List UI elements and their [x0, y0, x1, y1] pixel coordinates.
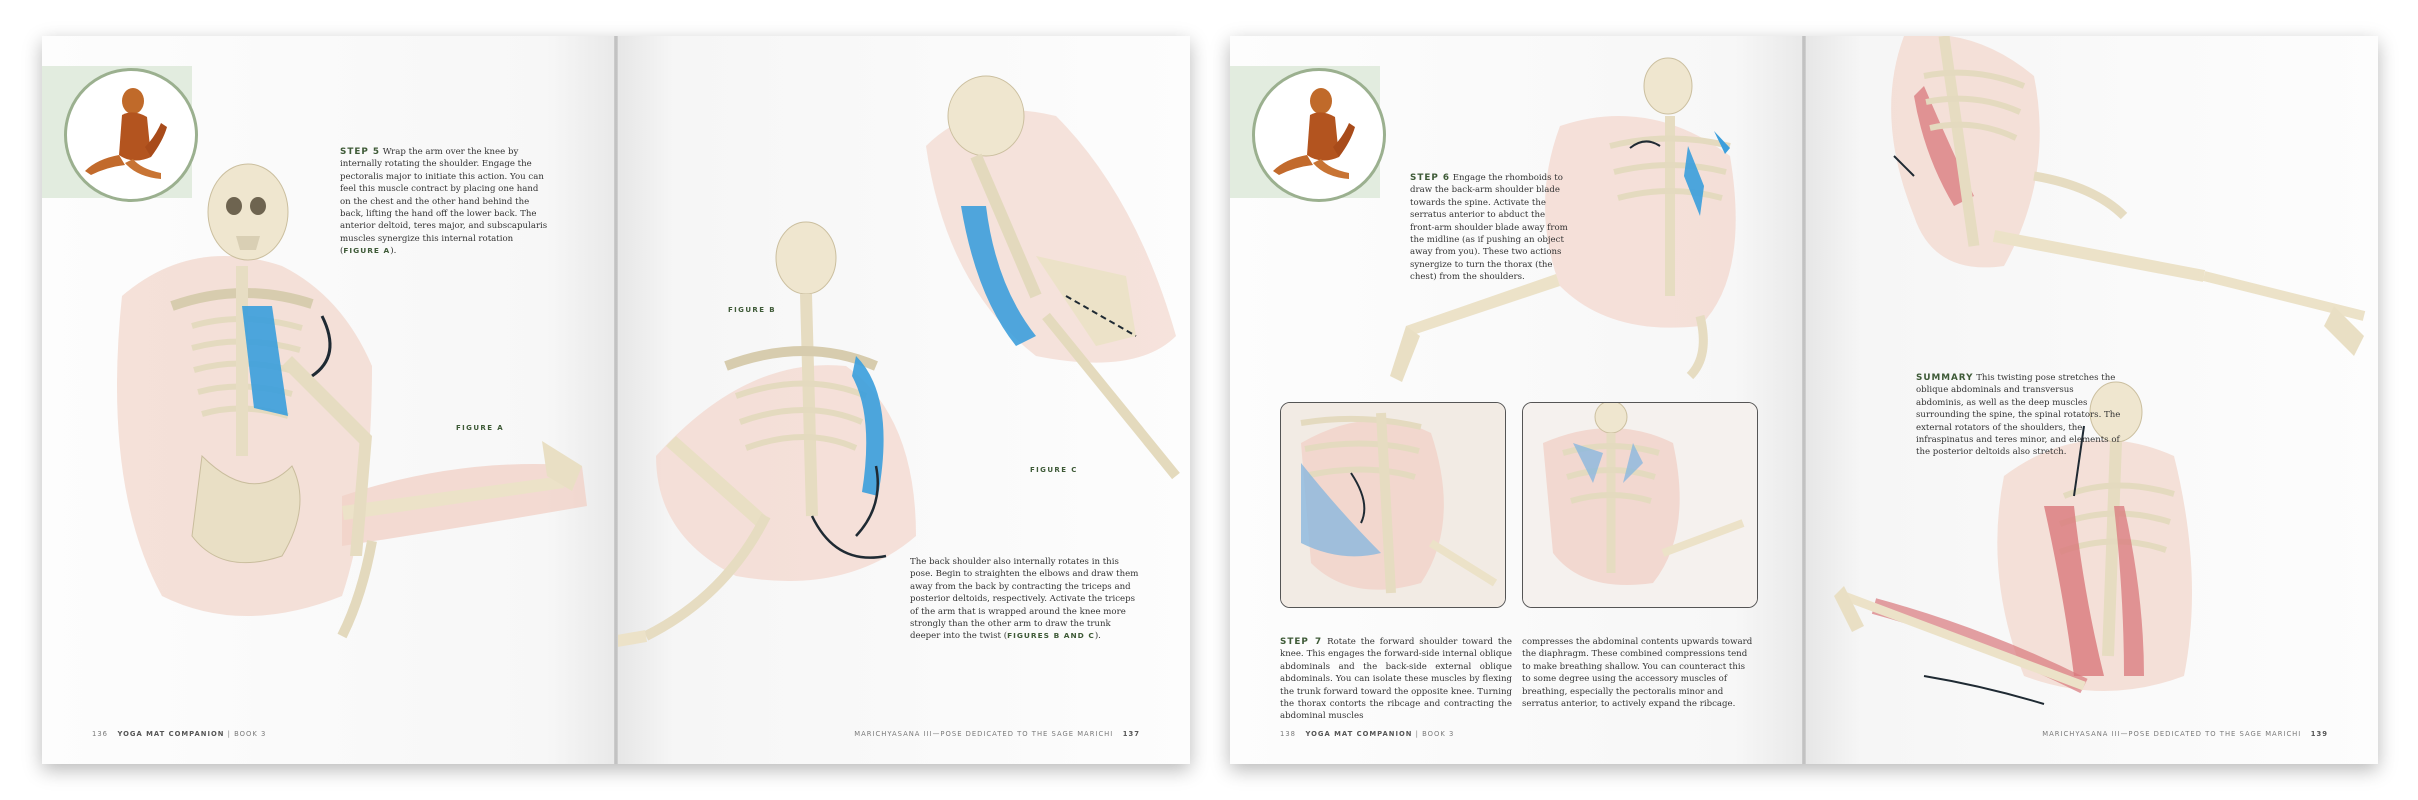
folio-volume: BOOK 3: [234, 730, 267, 738]
folio-chapter-title: MARICHYASANA III—POSE DEDICATED TO THE S…: [854, 730, 1114, 738]
body-text: The back shoulder also internally rotate…: [910, 557, 1139, 642]
step-5-paragraph: STEP 5 Wrap the arm over the knee by int…: [340, 146, 550, 258]
figure-a-illustration: [117, 163, 587, 639]
folio-138: 138 YOGA MAT COMPANION | BOOK 3: [1280, 730, 1454, 738]
step-5-ref: FIGURE A: [343, 246, 391, 256]
figure-b-label: FIGURE B: [728, 306, 776, 314]
folio-number: 136: [92, 730, 108, 738]
page-137: FIGURE B FIGURE C The back shoulder also…: [616, 36, 1190, 764]
page-139: SUMMARY This twisting pose stretches the…: [1804, 36, 2378, 764]
folio-book-title: YOGA MAT COMPANION: [117, 730, 225, 738]
panel-right-illustration: [1523, 403, 1757, 607]
folio-separator: |: [1415, 730, 1419, 738]
step-7-panel-right: [1522, 402, 1758, 608]
folio-137: MARICHYASANA III—POSE DEDICATED TO THE S…: [854, 730, 1140, 738]
summary-lead: SUMMARY: [1916, 373, 1974, 383]
page-138: STEP 6 Engage the rhomboids to draw the …: [1230, 36, 1804, 764]
pose-thumbnail: [64, 68, 198, 202]
folio-volume: BOOK 3: [1422, 730, 1455, 738]
folio-book-title: YOGA MAT COMPANION: [1305, 730, 1413, 738]
step-7-text-col1: Rotate the forward shoulder toward the k…: [1280, 637, 1513, 722]
pose-thumbnail: [1252, 68, 1386, 202]
step-7-panel-left: [1280, 402, 1506, 608]
step-5-end: ).: [390, 246, 397, 257]
summary-text: This twisting pose stretches the oblique…: [1916, 373, 2121, 458]
pectoralis-highlight: [242, 306, 288, 416]
step-6-illustration: [1390, 57, 1736, 382]
folio-chapter-title: MARICHYASANA III—POSE DEDICATED TO THE S…: [2042, 730, 2302, 738]
folio-139: MARICHYASANA III—POSE DEDICATED TO THE S…: [2042, 730, 2328, 738]
summary-paragraph: SUMMARY This twisting pose stretches the…: [1916, 372, 2124, 459]
figure-a-label: FIGURE A: [456, 424, 505, 432]
body-end: ).: [1094, 631, 1101, 642]
step-7-column-2: compresses the abdominal contents upward…: [1522, 636, 1756, 710]
rhomboid-highlight: [1684, 146, 1704, 216]
serratus-highlight: [1714, 131, 1730, 154]
folio-separator: |: [227, 730, 231, 738]
spine-gutter: [1802, 36, 1806, 764]
step-6-lead: STEP 6: [1410, 173, 1450, 183]
book-spread-1: STEP 5 Wrap the arm over the knee by int…: [42, 36, 1190, 764]
folio-number: 139: [2310, 730, 2328, 738]
figure-c-label: FIGURE C: [1030, 466, 1078, 474]
panel-left-illustration: [1281, 403, 1505, 607]
pose-thumbnail-figure-icon: [85, 88, 167, 179]
figure-b-c-illustration: [616, 75, 1180, 648]
step-7-text-col2: compresses the abdominal contents upward…: [1522, 637, 1753, 710]
figure-b-muscle-highlight: [852, 356, 884, 496]
body-ref: FIGURES B AND C: [1007, 631, 1095, 641]
page-136: STEP 5 Wrap the arm over the knee by int…: [42, 36, 616, 764]
step-6-paragraph: STEP 6 Engage the rhomboids to draw the …: [1410, 172, 1570, 284]
step-6-text: Engage the rhomboids to draw the back-ar…: [1410, 173, 1568, 283]
step-7-lead: STEP 7: [1280, 637, 1323, 647]
shoulder-rotation-paragraph: The back shoulder also internally rotate…: [910, 556, 1140, 643]
pose-thumbnail-figure-icon: [1273, 88, 1355, 179]
folio-136: 136 YOGA MAT COMPANION | BOOK 3: [92, 730, 266, 738]
folio-number: 138: [1280, 730, 1296, 738]
step-5-text: Wrap the arm over the knee by internally…: [340, 147, 548, 257]
summary-illustrations: [1834, 36, 2366, 705]
step-5-lead: STEP 5: [340, 147, 380, 157]
step-7-column-1: STEP 7 Rotate the forward shoulder towar…: [1280, 636, 1512, 723]
folio-number: 137: [1122, 730, 1140, 738]
spine-gutter: [614, 36, 618, 764]
figure-c-muscle-highlight: [961, 206, 1036, 346]
book-spread-2: STEP 6 Engage the rhomboids to draw the …: [1230, 36, 2378, 764]
spinal-rotator-highlight: [2044, 506, 2104, 676]
